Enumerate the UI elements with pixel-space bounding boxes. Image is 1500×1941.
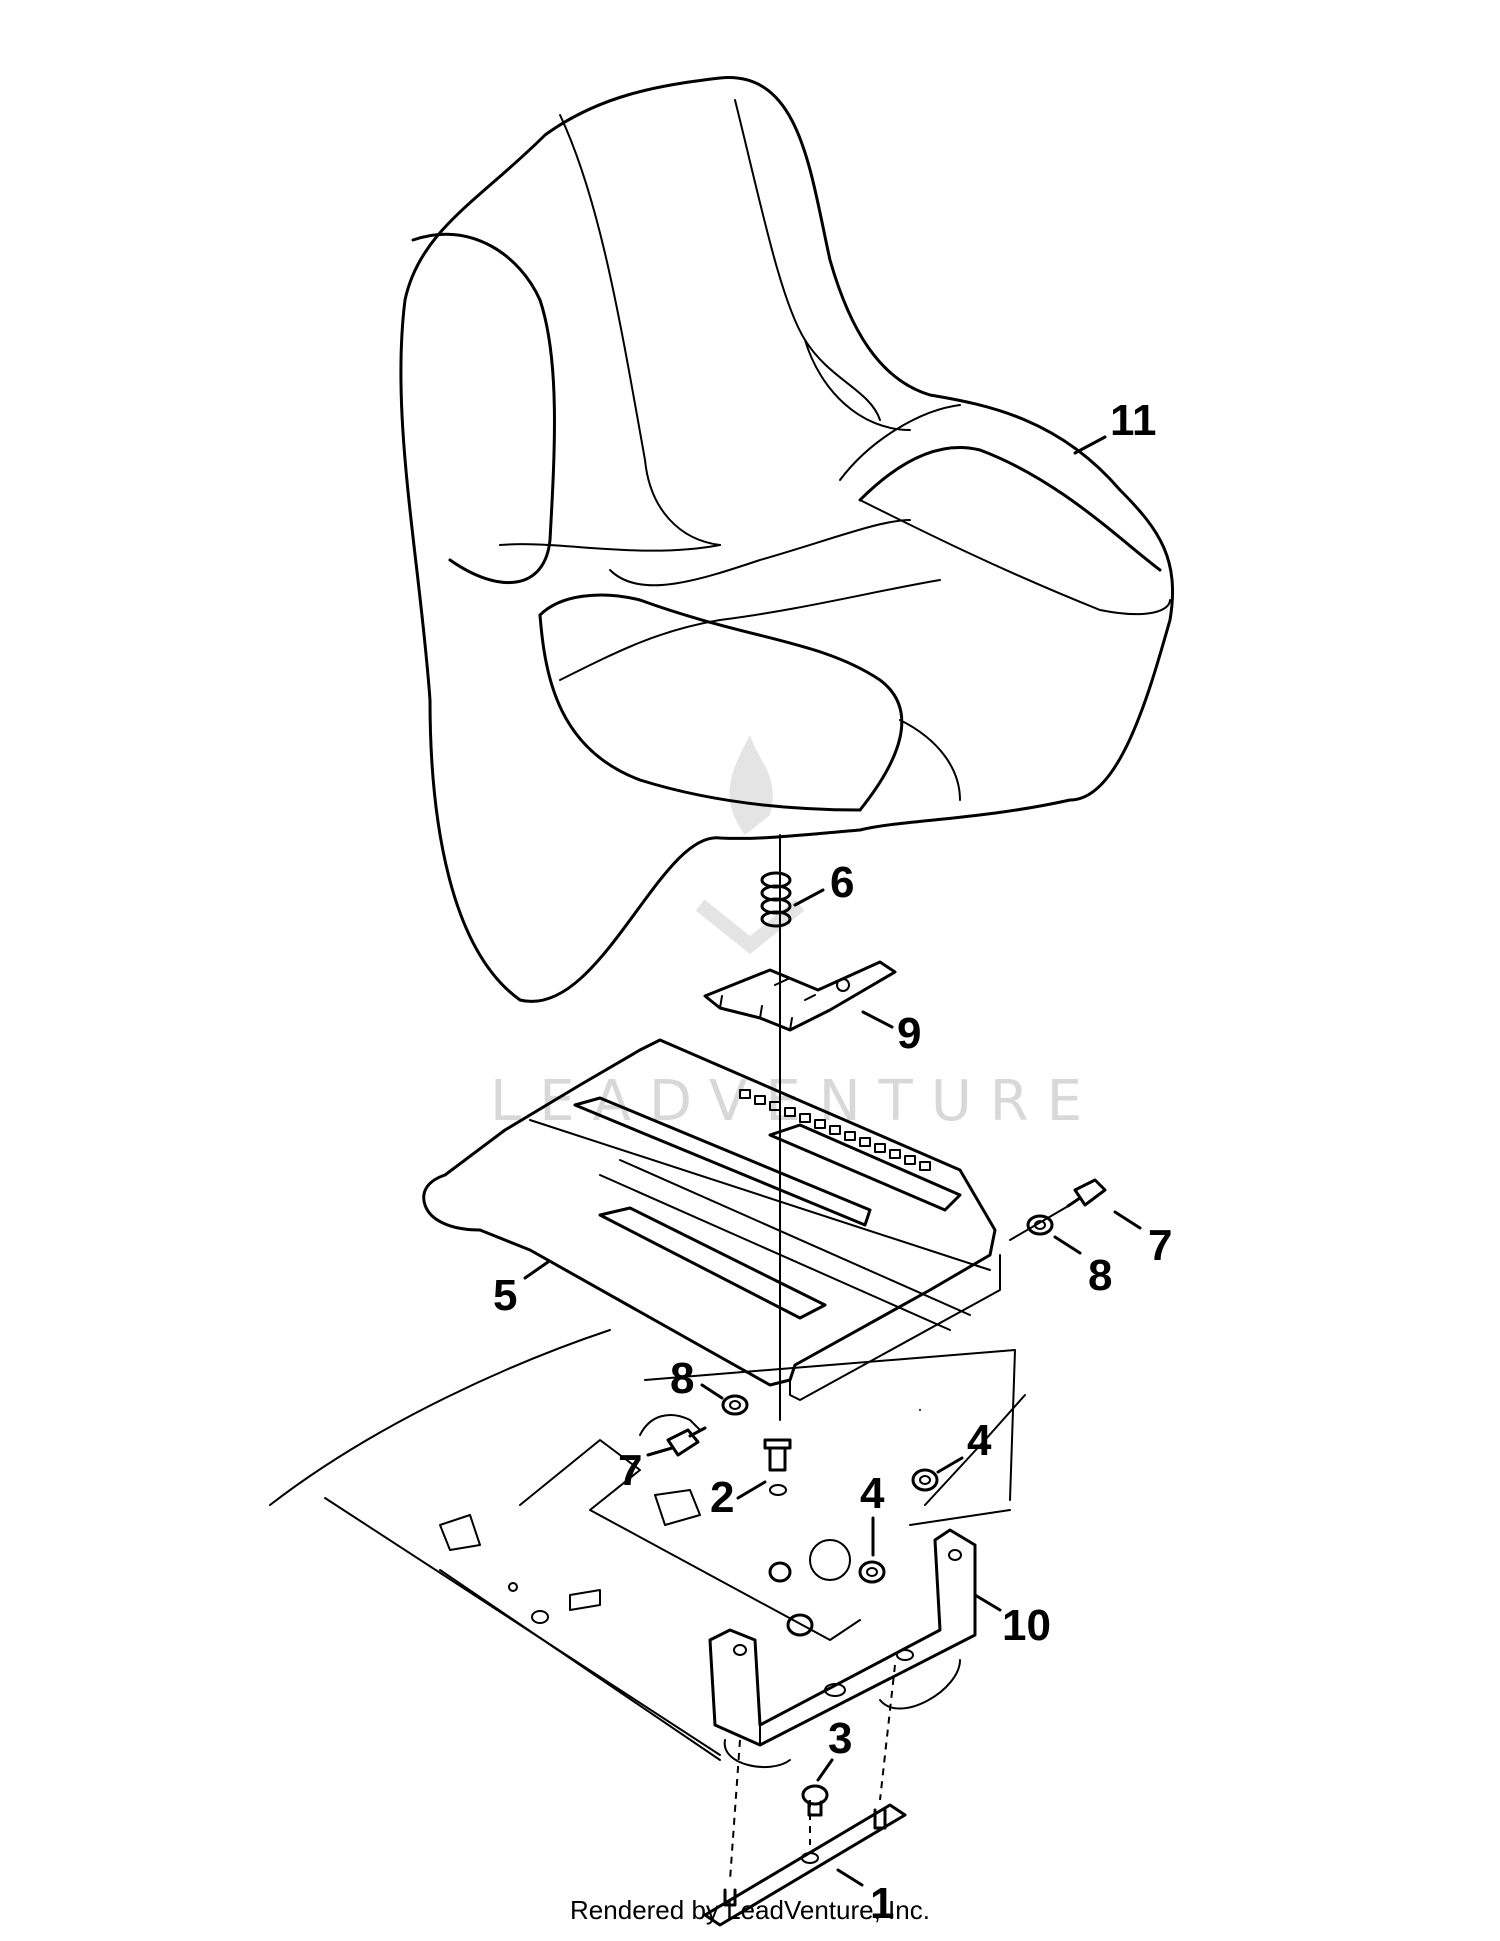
part-7-bolt-right — [1066, 1178, 1107, 1208]
callout-label-9: 9 — [897, 1009, 921, 1058]
callout-7-right: 7 — [1113, 1210, 1172, 1270]
callout-label-3: 3 — [828, 1714, 852, 1763]
part-9-clip — [703, 960, 897, 1032]
part-6-spring — [760, 871, 792, 928]
part-4-nut-upper — [911, 1468, 939, 1492]
part-5-seat-pan — [422, 1038, 1001, 1401]
callout-2: 2 — [710, 1473, 767, 1522]
callout-8-right: 8 — [1053, 1235, 1112, 1300]
watermark: LEADVENTURE — [490, 735, 1100, 1134]
callout-label-8-left: 8 — [670, 1354, 694, 1403]
callout-label-6: 6 — [830, 858, 854, 907]
seat-pan-slots — [739, 1089, 931, 1171]
callout-7-left: 7 — [618, 1446, 674, 1495]
callout-11: 11 — [1073, 396, 1157, 455]
callout-label-8-right: 8 — [1088, 1251, 1112, 1300]
part-4-nut-lower — [858, 1560, 886, 1584]
dashed-guide-left — [729, 1739, 741, 1881]
callout-8-left: 8 — [670, 1354, 724, 1403]
frame-outline — [269, 1329, 1026, 1761]
callout-3: 3 — [816, 1714, 852, 1782]
callout-label-1: 1 — [870, 1879, 894, 1928]
part-4-nut-left — [768, 1561, 814, 1637]
callout-label-7-right: 7 — [1148, 1221, 1172, 1270]
part-1-plate — [703, 1803, 907, 1927]
dashed-guide-right — [879, 1664, 896, 1801]
part-7-bolt-left — [666, 1426, 707, 1457]
callout-label-11: 11 — [1110, 396, 1157, 445]
callout-5: 5 — [493, 1260, 550, 1320]
callout-1: 1 — [836, 1868, 894, 1928]
part-10-u-bracket — [708, 1528, 977, 1768]
callout-6: 6 — [793, 858, 854, 907]
callout-label-2: 2 — [710, 1473, 734, 1522]
callout-9: 9 — [861, 1009, 921, 1058]
axis-line-right — [1009, 1204, 1071, 1241]
callout-10: 10 — [973, 1593, 1051, 1650]
callout-4-lower: 4 — [860, 1469, 885, 1557]
part-3-carriage-bolt — [801, 1784, 829, 1817]
callout-label-5: 5 — [493, 1271, 517, 1320]
footer-credit: Rendered by LeadVenture, Inc. — [570, 1895, 930, 1925]
callout-label-10: 10 — [1002, 1601, 1051, 1650]
callout-label-4-upper: 4 — [967, 1416, 992, 1465]
watermark-text: LEADVENTURE — [490, 1069, 1100, 1134]
part-2-stud — [763, 1438, 792, 1496]
callout-label-4-lower: 4 — [860, 1469, 885, 1518]
part-8-washer-left — [721, 1394, 749, 1416]
part-11-seat — [399, 76, 1175, 1003]
callout-4-upper: 4 — [936, 1416, 992, 1474]
callout-label-7-left: 7 — [618, 1446, 642, 1495]
